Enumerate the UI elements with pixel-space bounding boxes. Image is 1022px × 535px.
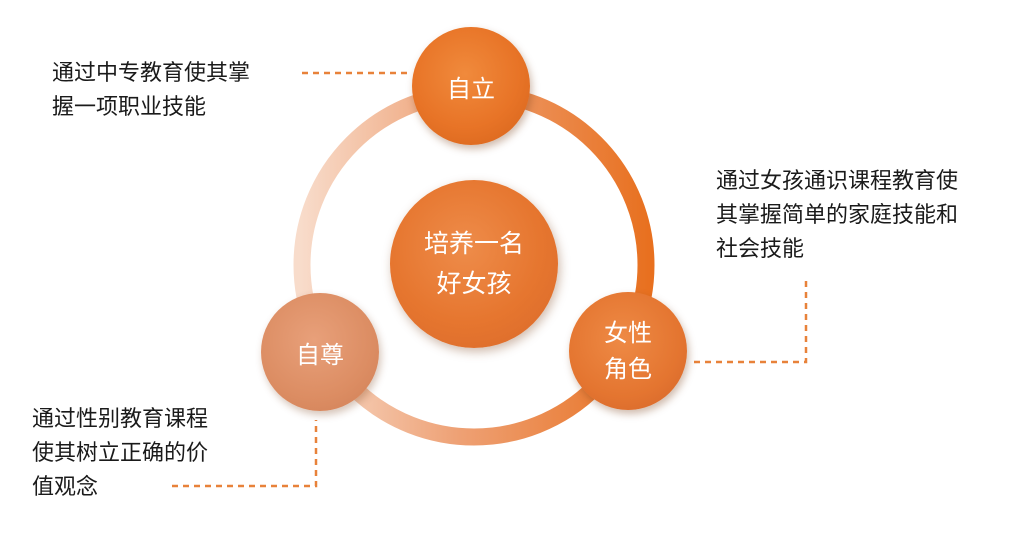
node-female-role: 女性 角色 (569, 292, 687, 410)
description-female-role: 通过女孩通识课程教育使 其掌握简单的家庭技能和 社会技能 (716, 165, 958, 267)
description-line: 社会技能 (716, 237, 805, 262)
node-female-role-line-1: 女性 (604, 319, 652, 347)
description-line: 通过性别教育课程 (32, 407, 209, 432)
description-line: 通过中专教育使其掌 (52, 61, 251, 86)
connector-right (694, 278, 808, 364)
description-self-reliance: 通过中专教育使其掌 握一项职业技能 (52, 57, 250, 125)
center-line-1: 培养一名 (423, 229, 524, 258)
node-self-respect-label: 自尊 (296, 340, 344, 369)
description-line: 通过女孩通识课程教育使 (716, 169, 959, 194)
description-self-respect: 通过性别教育课程 使其树立正确的价 值观念 (32, 403, 208, 505)
connector-bottom (172, 420, 318, 488)
description-line: 使其树立正确的价 (32, 441, 209, 466)
center-node: 培养一名 好女孩 (390, 180, 558, 348)
node-self-respect: 自尊 (261, 293, 379, 411)
center-line-2: 好女孩 (436, 269, 512, 298)
description-line: 握一项职业技能 (52, 95, 207, 120)
node-self-reliance: 自立 (412, 27, 530, 145)
node-self-reliance-label: 自立 (447, 74, 495, 103)
description-line: 值观念 (32, 475, 99, 500)
description-line: 其掌握简单的家庭技能和 (716, 203, 959, 228)
node-female-role-line-2: 角色 (604, 355, 652, 383)
